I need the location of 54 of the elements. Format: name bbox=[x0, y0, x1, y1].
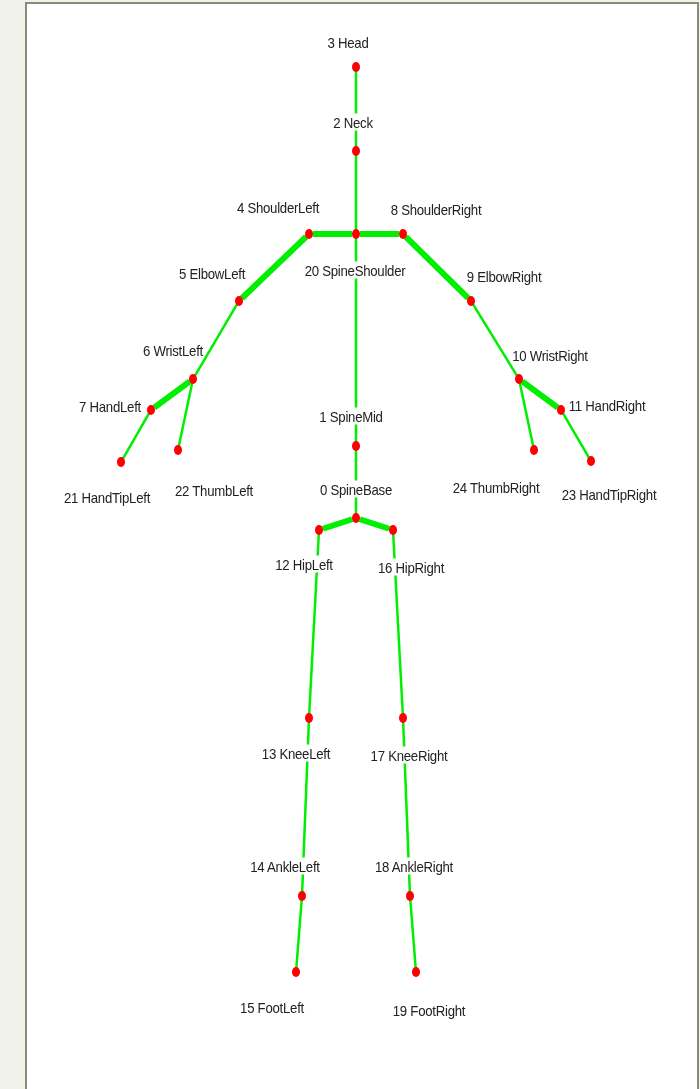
bone-line bbox=[360, 231, 399, 237]
bone-line bbox=[313, 231, 352, 237]
joint-dot bbox=[298, 891, 306, 901]
joint-dot bbox=[292, 967, 300, 977]
bone-line bbox=[121, 412, 151, 460]
joint-dot bbox=[515, 374, 523, 384]
joint-dot bbox=[305, 229, 313, 239]
joint-label: 18 AnkleRight bbox=[375, 857, 453, 875]
joint-dot bbox=[315, 525, 323, 535]
joint-label: 1 SpineMid bbox=[319, 407, 383, 425]
bone-line bbox=[358, 516, 391, 532]
bone-line bbox=[472, 303, 518, 377]
bone-line bbox=[409, 899, 417, 969]
joint-dot bbox=[587, 456, 595, 466]
bone-line bbox=[177, 382, 194, 447]
joint-dot bbox=[352, 146, 360, 156]
joint-dot bbox=[189, 374, 197, 384]
bone-line bbox=[239, 234, 309, 301]
joint-label: 13 KneeLeft bbox=[261, 744, 331, 762]
bone-line bbox=[321, 516, 354, 532]
joint-label: 17 KneeRight bbox=[370, 746, 448, 764]
joint-label: 12 HipLeft bbox=[275, 555, 333, 573]
joint-dot bbox=[352, 229, 360, 239]
bone-line bbox=[520, 378, 560, 411]
joint-label: 2 Neck bbox=[333, 113, 373, 131]
bone-line bbox=[354, 155, 358, 230]
joint-label: 20 SpineShoulder bbox=[304, 261, 406, 279]
joint-dot bbox=[406, 891, 414, 901]
joint-dot bbox=[389, 525, 397, 535]
joint-dot bbox=[557, 405, 565, 415]
joint-dot bbox=[147, 405, 155, 415]
joint-dot bbox=[235, 296, 243, 306]
bone-line bbox=[193, 303, 239, 377]
joint-label: 0 SpineBase bbox=[320, 480, 392, 498]
joint-dot bbox=[530, 445, 538, 455]
joint-dot bbox=[399, 713, 407, 723]
joint-dot bbox=[352, 441, 360, 451]
joint-dot bbox=[305, 713, 313, 723]
joint-dot bbox=[174, 445, 182, 455]
joint-dot bbox=[352, 62, 360, 72]
joint-label: 14 AnkleLeft bbox=[250, 857, 320, 875]
bone-line bbox=[307, 533, 321, 715]
joint-dot bbox=[412, 967, 420, 977]
bone-line bbox=[403, 234, 471, 301]
bone-line bbox=[561, 412, 591, 459]
joint-dot bbox=[352, 513, 360, 523]
bone-line bbox=[391, 533, 405, 715]
bone-line bbox=[152, 378, 192, 411]
joint-dot bbox=[117, 457, 125, 467]
joint-label: 16 HipRight bbox=[377, 558, 445, 576]
bone-line bbox=[518, 382, 535, 447]
bone-line bbox=[295, 899, 303, 969]
joint-dot bbox=[399, 229, 407, 239]
joint-dot bbox=[467, 296, 475, 306]
